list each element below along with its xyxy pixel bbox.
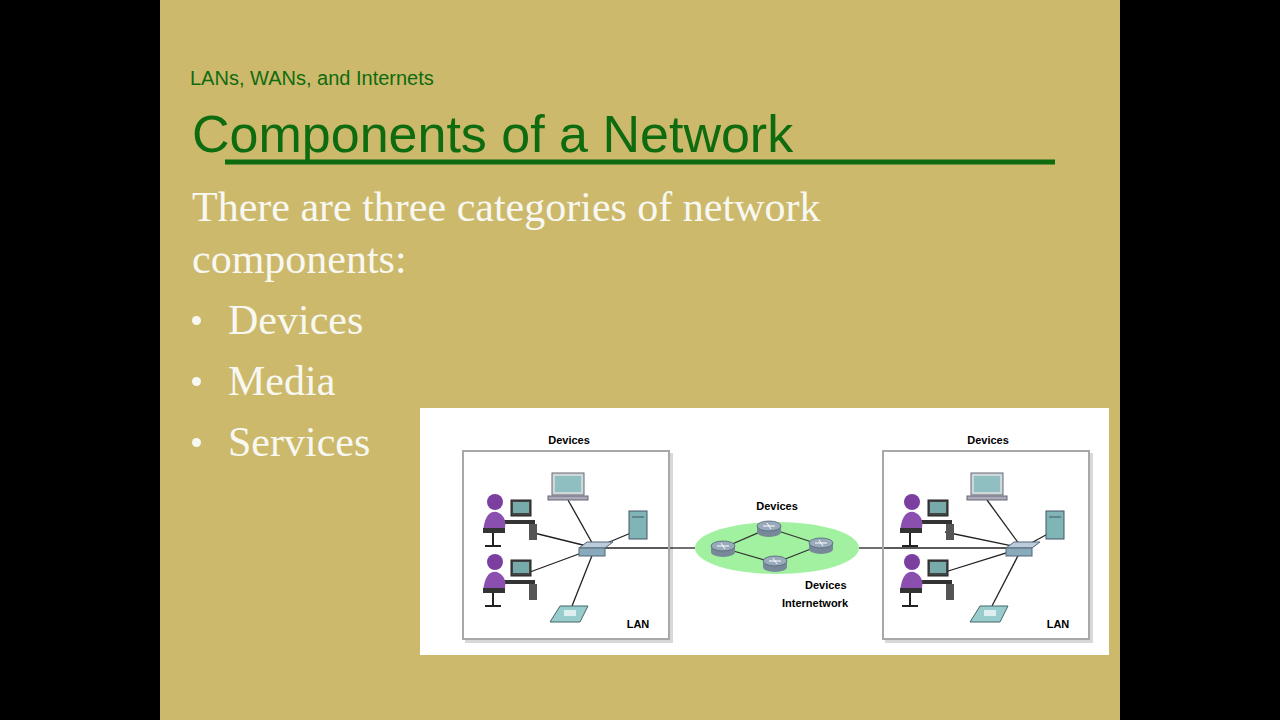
bullet-text: Devices (228, 297, 363, 343)
body-text: There are three categories of network co… (192, 181, 952, 285)
network-label: Internetwork (782, 597, 848, 609)
cloud-outline (695, 522, 859, 574)
slide-title: Components of a Network (192, 103, 793, 165)
section-header: LANs, WANs, and Internets (190, 66, 434, 90)
bullet-item: Services (192, 416, 370, 468)
network-label: LAN (1047, 618, 1070, 630)
bullet-dot (192, 316, 201, 325)
bullet-item: Media (192, 355, 335, 407)
group-heading: Devices (805, 579, 847, 591)
internetwork-cloud: DevicesDevicesInternetwork (677, 498, 877, 616)
bullet-item: Devices (192, 294, 363, 346)
bullet-dot (192, 438, 201, 447)
lan-box: DevicesLAN (882, 450, 1090, 640)
group-heading: Devices (548, 434, 590, 446)
bullet-dot (192, 377, 201, 386)
bullet-text: Media (228, 358, 335, 404)
network-label: LAN (627, 618, 650, 630)
network-link (670, 548, 695, 549)
group-heading: Devices (756, 500, 798, 512)
lan-box: DevicesLAN (462, 450, 670, 640)
bullet-text: Services (228, 419, 370, 465)
group-heading: Devices (967, 434, 1009, 446)
network-link (859, 548, 882, 549)
